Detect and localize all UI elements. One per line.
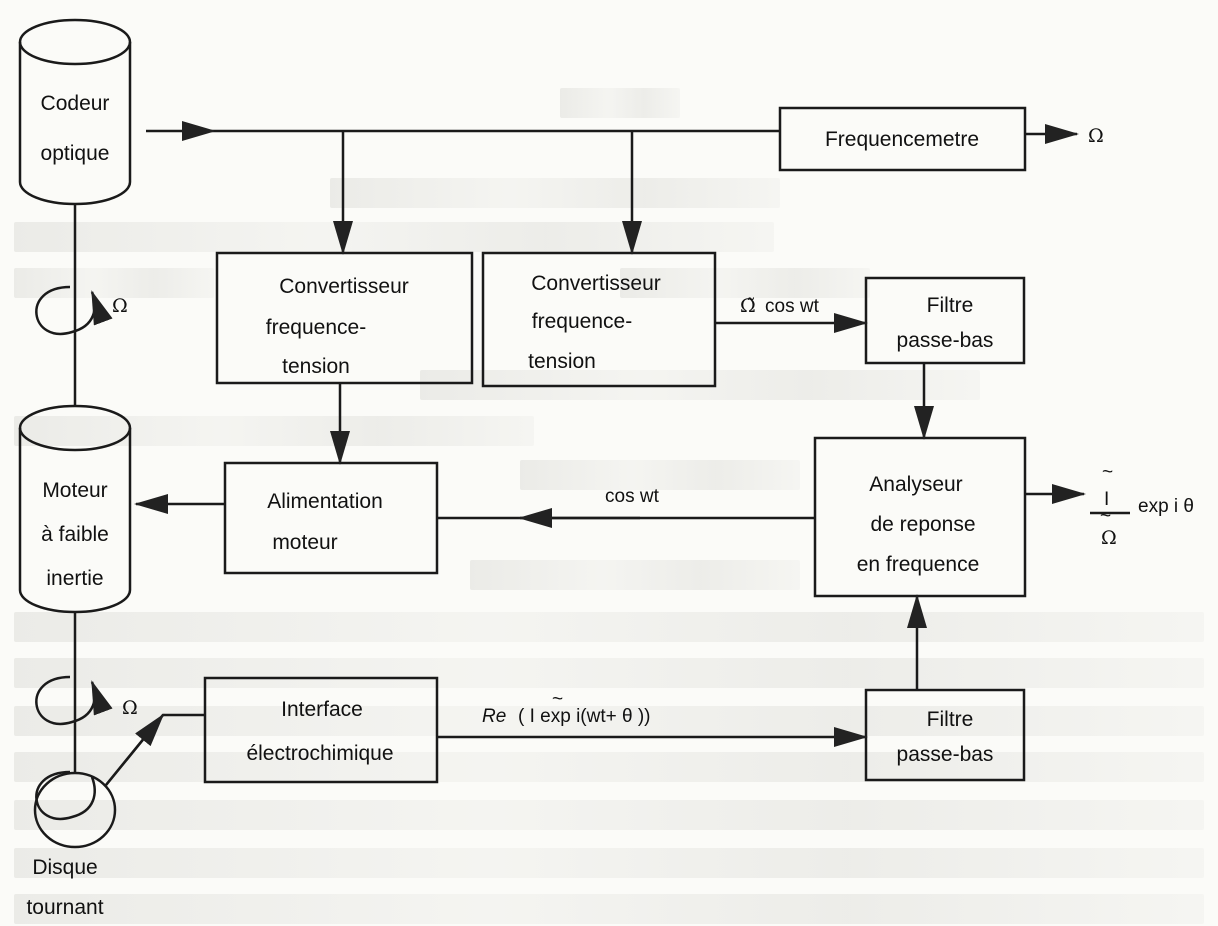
codeur-optique-cylinder bbox=[18, 18, 132, 206]
output-denominator: Ω bbox=[1101, 527, 1117, 549]
rotation-arrow-bottom-loop bbox=[35, 675, 113, 726]
disque-label-1: Disque bbox=[32, 856, 97, 879]
arrow-disque-to-interface bbox=[105, 713, 165, 786]
omega-rotation-bottom-label: Ω bbox=[122, 697, 138, 719]
re-expression-label: ( I exp i(wt+ θ )) bbox=[518, 706, 651, 727]
codeur-label-2: optique bbox=[41, 142, 110, 165]
moteur-label-1: Moteur bbox=[42, 479, 107, 502]
output-numerator-tilde: ~ bbox=[1102, 462, 1113, 483]
omega-tilde-cos-label: cos wt bbox=[765, 296, 820, 317]
analyseur-label-2: de reponse bbox=[870, 513, 975, 536]
rotation-arrow-top bbox=[35, 285, 113, 336]
frequencemetre-label: Frequencemetre bbox=[825, 128, 979, 151]
conv2-label-2: frequence- bbox=[532, 310, 632, 333]
conv2-label-3: tension bbox=[528, 350, 596, 373]
interface-label-1: Interface bbox=[281, 698, 363, 721]
re-tilde: ~ bbox=[552, 689, 563, 710]
conv1-label-2: frequence- bbox=[266, 316, 366, 339]
alimentation-label-1: Alimentation bbox=[267, 490, 383, 513]
omega-tilde-symbol: Ω̃ bbox=[740, 295, 756, 317]
frequencemetre-box bbox=[778, 106, 1027, 172]
interface-label-2: électrochimique bbox=[246, 742, 393, 765]
filtre-top-label-1: Filtre bbox=[927, 294, 974, 317]
rotation-arrow-bottom bbox=[35, 770, 96, 821]
moteur-label-3: inertie bbox=[46, 567, 103, 590]
alimentation-label-2: moteur bbox=[272, 531, 337, 554]
filtre-top-label-2: passe-bas bbox=[897, 329, 994, 352]
omega-rotation-top-label: Ω bbox=[112, 295, 128, 317]
conv1-label-1: Convertisseur bbox=[279, 275, 409, 298]
filtre-bottom-label-1: Filtre bbox=[927, 708, 974, 731]
disque-ellipse bbox=[33, 771, 117, 849]
filtre-bottom-label-2: passe-bas bbox=[897, 743, 994, 766]
alimentation-box bbox=[223, 461, 439, 575]
moteur-label-2: à faible bbox=[41, 523, 109, 546]
interface-box bbox=[203, 676, 439, 784]
output-exp-label: exp i θ bbox=[1138, 496, 1194, 517]
output-numerator: I bbox=[1104, 489, 1109, 510]
analyseur-label-3: en frequence bbox=[857, 553, 980, 576]
omega-output-label: Ω bbox=[1088, 125, 1104, 147]
cos-wt-label: cos wt bbox=[605, 486, 660, 507]
conv1-label-3: tension bbox=[282, 355, 350, 378]
disque-label-2: tournant bbox=[26, 896, 103, 919]
filtre-bottom-box bbox=[864, 688, 1026, 782]
re-prefix-label: Re bbox=[482, 706, 506, 727]
output-denominator-tilde: ~ bbox=[1100, 506, 1111, 527]
analyseur-label-1: Analyseur bbox=[869, 473, 962, 496]
convertisseur-2-box bbox=[481, 251, 717, 388]
conv2-label-1: Convertisseur bbox=[531, 272, 661, 295]
codeur-label-1: Codeur bbox=[41, 92, 110, 115]
